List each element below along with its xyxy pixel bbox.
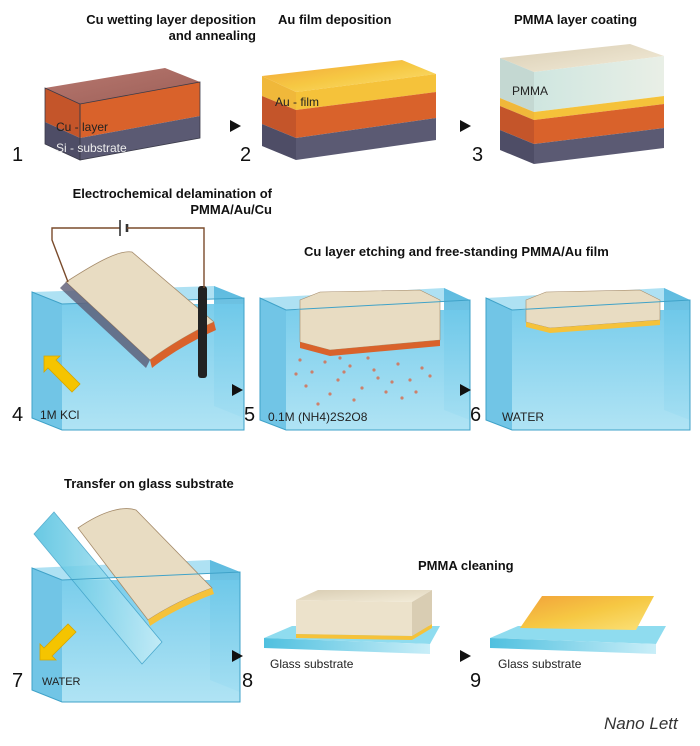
pmma-label: PMMA xyxy=(512,84,548,98)
step-number-6: 6 xyxy=(470,404,482,426)
etchant-label: 0.1M (NH4)2S2O8 xyxy=(268,410,368,424)
step3-layer-stack xyxy=(500,44,664,164)
step1-title-line2: and annealing xyxy=(168,28,256,43)
source-credit: Nano Lett xyxy=(604,714,678,733)
arrow-2-to-3 xyxy=(460,120,471,132)
step7-title: Transfer on glass substrate xyxy=(64,476,234,491)
step8-glass-with-film xyxy=(264,590,440,654)
step-number-9: 9 xyxy=(470,670,482,692)
step5-etching-tank xyxy=(259,288,471,431)
step-number-4: 4 xyxy=(12,404,24,426)
step-number-8: 8 xyxy=(242,670,254,692)
glass-label-9: Glass substrate xyxy=(498,657,582,671)
step-number-7: 7 xyxy=(12,670,24,692)
step-number-1: 1 xyxy=(12,144,24,166)
step9-glass-with-au xyxy=(490,596,666,654)
arrow-4-to-5 xyxy=(232,384,243,396)
arrow-1-to-2 xyxy=(230,120,241,132)
step2-layer-stack xyxy=(262,60,436,160)
step8-9-title: PMMA cleaning xyxy=(418,558,514,573)
kcl-label: 1M KCl xyxy=(40,408,80,422)
arrow-7-to-8 xyxy=(232,650,243,662)
step3-title: PMMA layer coating xyxy=(514,12,638,27)
water-label-6: WATER xyxy=(502,410,544,424)
au-film-label: Au - film xyxy=(275,95,320,109)
si-substrate-label: Si - substrate xyxy=(56,141,127,155)
step-number-3: 3 xyxy=(472,144,484,166)
step4-title-line1: Electrochemical delamination of xyxy=(72,186,272,201)
water-label-7: WATER xyxy=(42,676,81,688)
step-number-2: 2 xyxy=(240,144,252,166)
step-number-5: 5 xyxy=(244,404,256,426)
arrow-8-to-9 xyxy=(460,650,471,662)
step1-layer-stack xyxy=(44,68,201,161)
step6-water-tank xyxy=(485,288,691,431)
step1-title: Cu wetting layer deposition and annealin… xyxy=(84,12,256,44)
step4-electrochemical-tank xyxy=(31,220,245,431)
glass-label-8: Glass substrate xyxy=(270,657,354,671)
step7-transfer-tank xyxy=(31,508,241,703)
step4-title: Electrochemical delamination of PMMA/Au/… xyxy=(34,186,272,218)
step4-title-line2: PMMA/Au/Cu xyxy=(190,202,272,217)
cu-layer-label: Cu - layer xyxy=(56,120,109,134)
step5-6-title: Cu layer etching and free-standing PMMA/… xyxy=(304,244,609,259)
step2-title: Au film deposition xyxy=(278,12,392,27)
arrow-5-to-6 xyxy=(460,384,471,396)
step1-title-line1: Cu wetting layer deposition xyxy=(86,12,256,27)
